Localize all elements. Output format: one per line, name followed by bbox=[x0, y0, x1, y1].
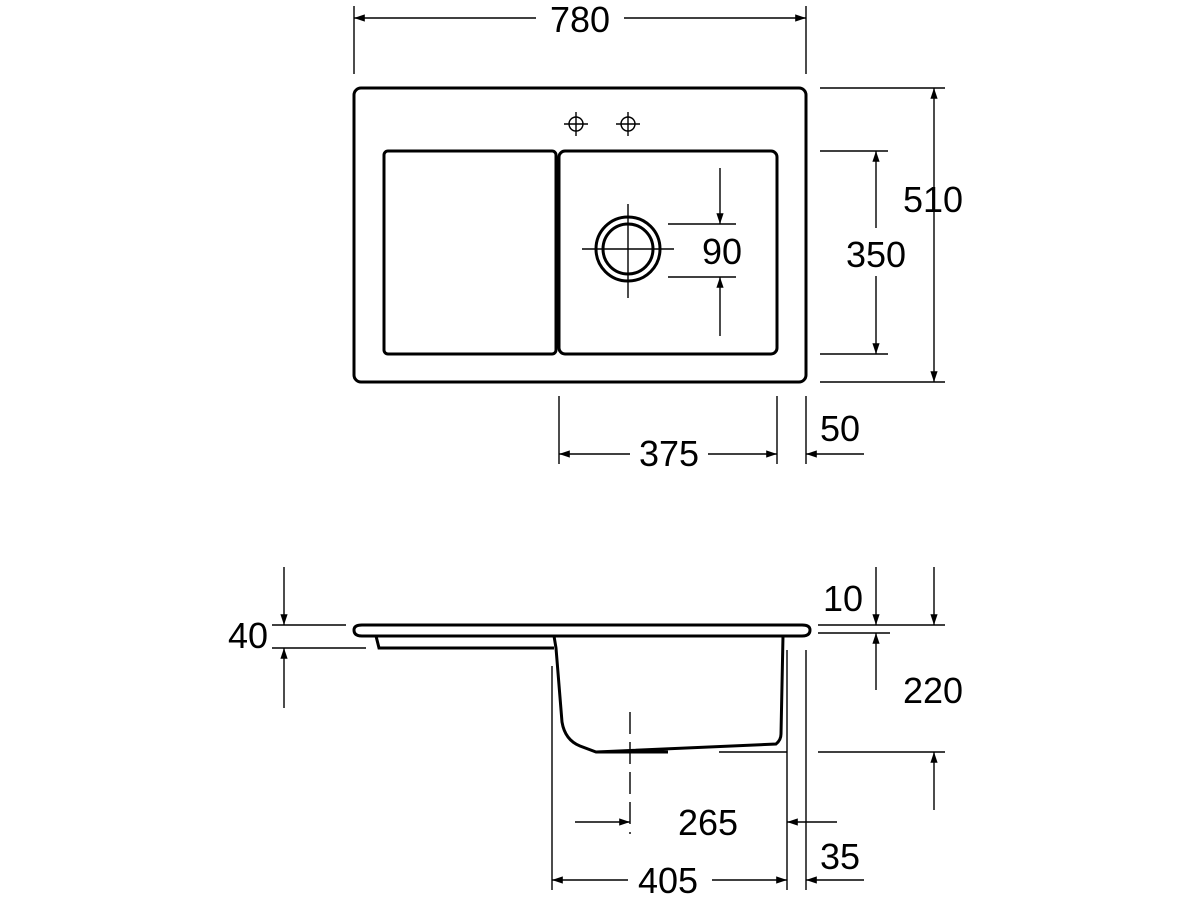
dim-label-10: 10 bbox=[823, 578, 863, 619]
dim-rim-step: 10 bbox=[818, 567, 945, 690]
dim-bowl-height: 220 bbox=[818, 567, 963, 810]
dim-label-375: 375 bbox=[639, 433, 699, 474]
dim-bowl-edge-offset: 50 bbox=[805, 396, 864, 464]
dim-overall-depth: 510 bbox=[820, 87, 963, 383]
dim-label-780: 780 bbox=[550, 0, 610, 40]
sink-profile-rim bbox=[352, 623, 812, 638]
side-view: 40 10 220 265 bbox=[228, 567, 963, 900]
dim-bowl-depth: 350 bbox=[820, 150, 906, 355]
dim-label-40: 40 bbox=[228, 615, 268, 656]
drainer-area bbox=[382, 149, 558, 356]
bowl-outline bbox=[557, 149, 779, 356]
tap-hole-icon bbox=[616, 112, 640, 136]
dim-label-405: 405 bbox=[638, 860, 698, 900]
dim-drain-offset: 265 bbox=[575, 751, 837, 843]
sink-outline bbox=[352, 86, 808, 384]
dim-bowl-width: 375 bbox=[558, 396, 778, 474]
drainer-underside bbox=[374, 635, 554, 650]
dim-bowl-edge-offset-side: 35 bbox=[805, 650, 864, 890]
dim-label-510: 510 bbox=[903, 179, 963, 220]
tap-hole-icon bbox=[564, 112, 588, 136]
dim-drain-diameter: 90 bbox=[668, 168, 742, 336]
dim-label-350: 350 bbox=[846, 234, 906, 275]
bowl-profile bbox=[552, 635, 785, 754]
dim-label-50: 50 bbox=[820, 408, 860, 449]
dim-overall-width: 780 bbox=[353, 0, 807, 74]
top-view: 780 510 350 90 bbox=[352, 0, 963, 474]
dim-label-220: 220 bbox=[903, 670, 963, 711]
drain-icon bbox=[582, 204, 674, 298]
dim-label-90: 90 bbox=[702, 231, 742, 272]
dim-label-265: 265 bbox=[678, 802, 738, 843]
dim-rim-height: 40 bbox=[228, 567, 366, 708]
dim-label-35: 35 bbox=[820, 836, 860, 877]
dim-bowl-outer-width: 405 bbox=[551, 650, 788, 900]
